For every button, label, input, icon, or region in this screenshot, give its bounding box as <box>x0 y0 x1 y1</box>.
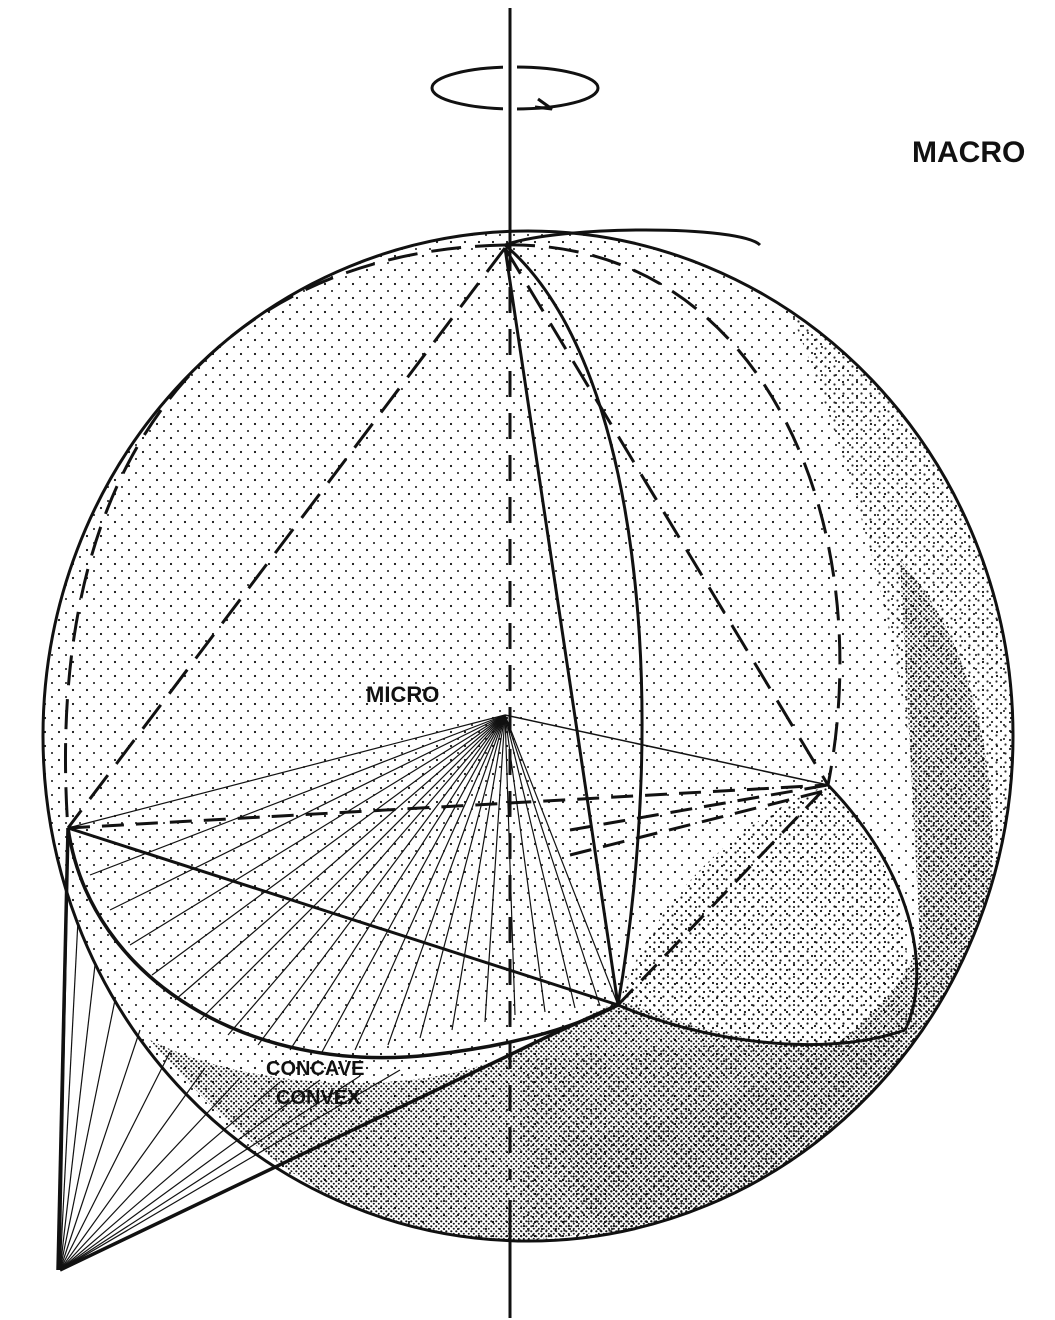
concave-label: CONCAVE <box>266 1058 365 1080</box>
macro-label: MACRO <box>912 136 1025 169</box>
micro-label: MICRO <box>366 682 439 707</box>
rotation-arrow-icon <box>432 60 598 116</box>
convex-label: CONVEX <box>276 1087 361 1109</box>
